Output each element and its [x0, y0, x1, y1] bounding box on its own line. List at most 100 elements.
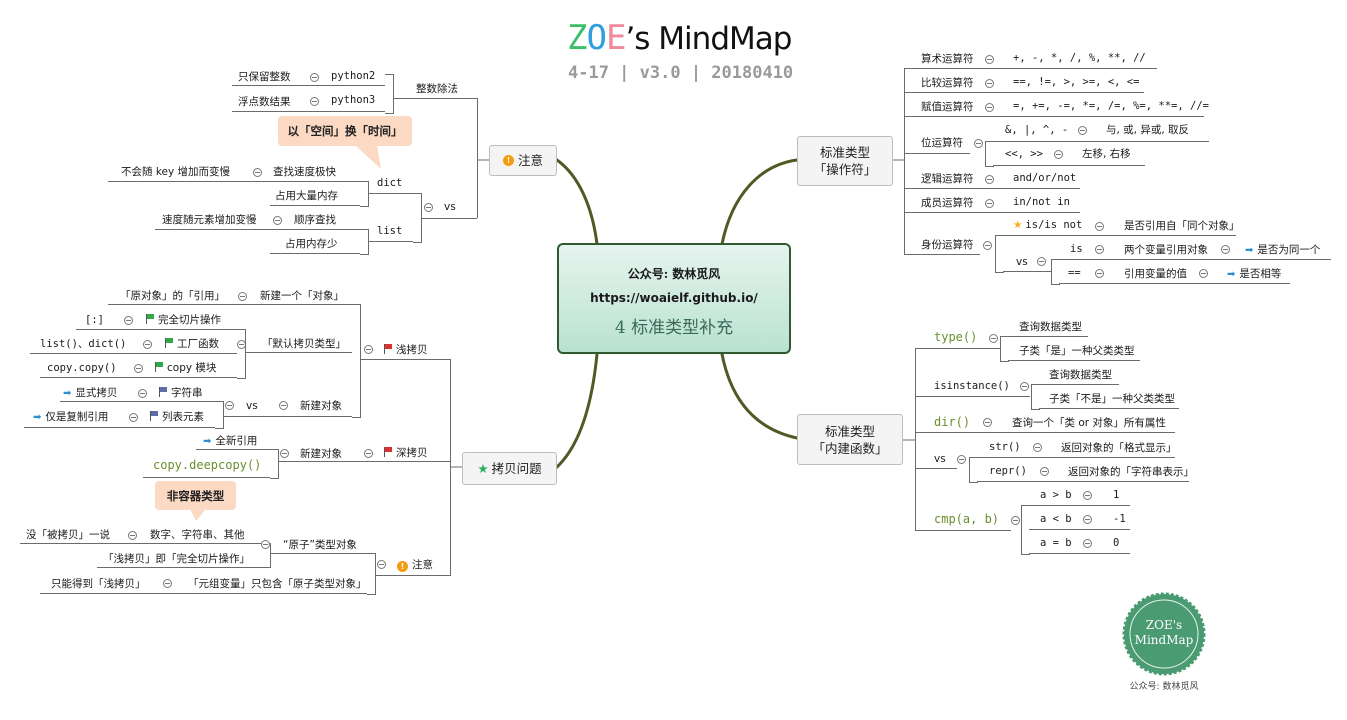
copy-notice: !注意 [397, 558, 433, 572]
cmp-result-3: 0 [1113, 537, 1120, 549]
branch-operators[interactable]: 标准类型 「操作符」 [797, 136, 893, 186]
warning-icon: ! [502, 155, 514, 166]
all-new-ref-text: 全新引用 [215, 435, 258, 447]
logic-values: and/or/not [1013, 172, 1077, 184]
collapse-toggle[interactable] [364, 449, 373, 458]
collapse-toggle[interactable] [364, 345, 373, 354]
collapse-toggle[interactable] [273, 216, 282, 225]
shallow-eq: 「浅拷贝」即「完全切片操作」 [103, 553, 250, 565]
new-object-2: 新建对象 [300, 400, 342, 412]
branch-copy[interactable]: ★拷贝问题 [462, 452, 557, 485]
list-label: list [377, 225, 403, 237]
collapse-toggle[interactable] [1083, 515, 1092, 524]
collapse-toggle[interactable] [985, 175, 994, 184]
arrow-right-icon: ➡ [63, 388, 72, 399]
collapse-toggle[interactable] [1037, 257, 1046, 266]
assign-values: =, +=, -=, *=, /=, %=, **=, //= [1013, 100, 1209, 112]
slice-text: 完全切片操作 [158, 314, 221, 326]
collapse-toggle[interactable] [129, 413, 138, 422]
collapse-toggle[interactable] [310, 97, 319, 106]
collapse-toggle[interactable] [424, 203, 433, 212]
collapse-toggle[interactable] [310, 73, 319, 82]
copymod-code: copy.copy() [47, 362, 117, 374]
collapse-toggle[interactable] [377, 560, 386, 569]
slice-code: [:] [85, 314, 104, 326]
collapse-toggle[interactable] [279, 401, 288, 410]
branch-builtins[interactable]: 标准类型 「内建函数」 [797, 414, 903, 465]
collapse-toggle[interactable] [253, 168, 262, 177]
collapse-toggle[interactable] [1221, 245, 1230, 254]
string-type: 字符串 [159, 386, 203, 400]
collapse-toggle[interactable] [989, 334, 998, 343]
eq-result-text: 是否相等 [1239, 268, 1282, 280]
collapse-toggle[interactable] [134, 364, 143, 373]
collapse-toggle[interactable] [957, 455, 966, 464]
collapse-toggle[interactable] [1040, 467, 1049, 476]
collapse-toggle[interactable] [1095, 222, 1104, 231]
collapse-toggle[interactable] [974, 139, 983, 148]
member-values: in/not in [1013, 196, 1070, 208]
collapse-toggle[interactable] [163, 579, 172, 588]
collapse-toggle[interactable] [138, 389, 147, 398]
collapse-toggle[interactable] [1199, 269, 1208, 278]
copy-module: copy 模块 [155, 361, 216, 375]
app-title: ZOE’s MindMap [567, 18, 792, 59]
new-object: 新建一个「对象」 [260, 290, 344, 302]
collapse-toggle[interactable] [1095, 245, 1104, 254]
warning-icon: ! [397, 561, 408, 572]
collapse-toggle[interactable] [1011, 516, 1020, 525]
collapse-toggle[interactable] [280, 449, 289, 458]
cmp-op: 比较运算符 [921, 77, 974, 89]
collapse-toggle[interactable] [124, 316, 133, 325]
ident-values-text: is/is not [1025, 219, 1083, 231]
collapse-toggle[interactable] [985, 55, 994, 64]
collapse-toggle[interactable] [225, 401, 234, 410]
is-desc: 两个变量引用对象 [1124, 244, 1208, 256]
center-node[interactable]: 公众号: 数林觅风 https://woaielf.github.io/ 4 标… [557, 243, 791, 354]
collapse-toggle[interactable] [238, 292, 247, 301]
collapse-toggle[interactable] [1095, 269, 1104, 278]
collapse-toggle[interactable] [983, 241, 992, 250]
shallow-label: 浅拷贝 [384, 343, 428, 357]
seal-logo [1122, 592, 1206, 676]
new-object-3: 新建对象 [300, 448, 342, 460]
collapse-toggle[interactable] [1054, 150, 1063, 159]
bit-desc-1: 与, 或, 异或, 取反 [1106, 124, 1190, 136]
deep-label: 深拷贝 [384, 446, 428, 460]
bit-desc-2: 左移, 右移 [1082, 148, 1131, 160]
explicit-copy: ➡显式拷贝 [63, 386, 117, 401]
app-subtitle: 4-17 | v3.0 | 20180410 [568, 63, 794, 83]
collapse-toggle[interactable] [1083, 491, 1092, 500]
green-flag-icon [155, 362, 163, 372]
collapse-toggle[interactable] [128, 531, 137, 540]
non-container-callout: 非容器类型 [155, 481, 236, 510]
repr-func: repr() [989, 465, 1027, 477]
collapse-toggle[interactable] [983, 418, 992, 427]
arith-values: +, -, *, /, %, **, // [1013, 52, 1146, 64]
title-rest: ’s MindMap [625, 21, 792, 57]
collapse-toggle[interactable] [985, 199, 994, 208]
collapse-toggle[interactable] [1020, 382, 1029, 391]
vs-label: vs [934, 453, 946, 465]
deepcopy-code: copy.deepcopy() [153, 458, 262, 472]
collapse-toggle[interactable] [985, 103, 994, 112]
py3-label: python3 [331, 94, 376, 106]
collapse-toggle[interactable] [143, 340, 152, 349]
collapse-toggle[interactable] [261, 540, 270, 549]
cmp-case-3: a = b [1040, 537, 1072, 549]
factory-func: 工厂函数 [165, 337, 219, 351]
branch-notice[interactable]: !注意 [489, 145, 557, 176]
collapse-toggle[interactable] [1078, 126, 1087, 135]
ident-desc: 是否引用自「同个对象」 [1124, 220, 1240, 232]
list-elem-text: 列表元素 [162, 411, 204, 423]
collapse-toggle[interactable] [1083, 539, 1092, 548]
shallow-text: 浅拷贝 [396, 344, 428, 356]
all-new-ref: ➡全新引用 [203, 434, 257, 449]
collapse-toggle[interactable] [985, 79, 994, 88]
collapse-toggle[interactable] [1033, 443, 1042, 452]
int-div-label: 整数除法 [416, 83, 458, 95]
cmp-func: cmp(a, b) [934, 512, 1000, 526]
space-time-callout: 以「空间」换「时间」 [278, 116, 412, 146]
cmp-case-1: a > b [1040, 489, 1072, 501]
